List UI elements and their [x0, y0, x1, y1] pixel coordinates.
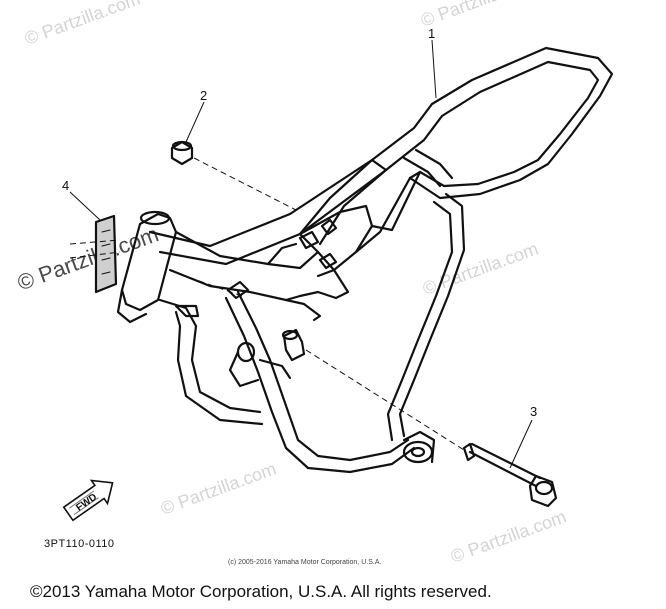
head-tube — [120, 212, 178, 312]
part-1-rear-frame — [370, 46, 614, 200]
leader-1 — [431, 39, 437, 99]
leader-2 — [185, 101, 205, 143]
gusset-plate — [174, 230, 320, 270]
part-code: 3PT110-0110 — [44, 538, 115, 550]
small-copyright: (c) 2005-2016 Yamaha Motor Corporation, … — [228, 559, 382, 566]
callout-4: 4 — [62, 178, 69, 193]
callout-3: 3 — [530, 404, 537, 419]
callout-1: 1 — [428, 26, 435, 41]
frame-spine — [148, 158, 374, 248]
leader-4 — [69, 191, 101, 221]
part-3-bolt — [468, 450, 538, 488]
lower-cradle — [236, 290, 410, 462]
part-4-pad — [94, 214, 118, 294]
leader-3 — [509, 419, 533, 469]
down-tube — [158, 298, 262, 414]
part-2-nut — [170, 140, 194, 166]
callout-2: 2 — [200, 88, 207, 103]
footer-copyright: ©2013 Yamaha Motor Corporation, U.S.A. A… — [30, 582, 492, 601]
fwd-arrow-icon: FWD — [62, 479, 114, 522]
